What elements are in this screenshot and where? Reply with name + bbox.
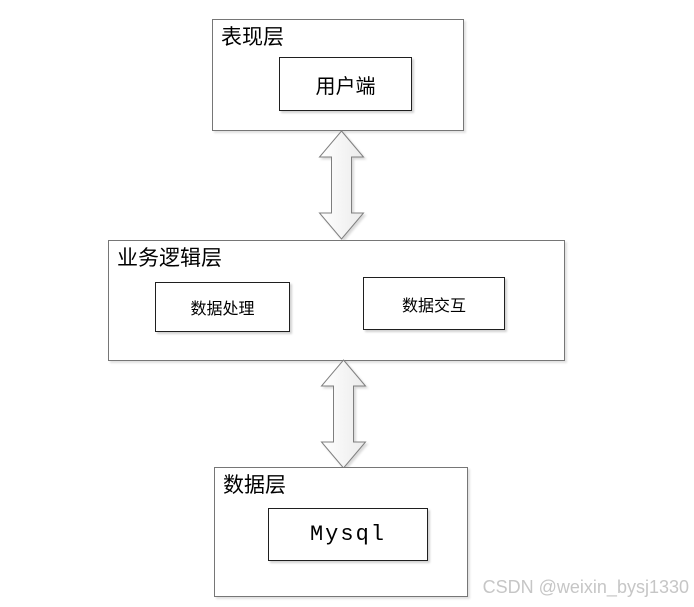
business-logic-layer-box: 业务逻辑层 数据处理 数据交互: [108, 240, 565, 361]
data-interaction-node: 数据交互: [363, 277, 505, 330]
business-logic-layer-label: 业务逻辑层: [117, 246, 222, 270]
watermark: CSDN @weixin_bysj1330: [482, 577, 689, 597]
presentation-layer-box: 表现层 用户端: [212, 19, 464, 131]
double-arrow-icon: [320, 359, 367, 469]
client-node-label: 用户端: [315, 75, 376, 98]
data-layer-label: 数据层: [223, 473, 286, 497]
presentation-layer-label: 表现层: [221, 25, 284, 49]
mysql-node: Mysql: [268, 508, 428, 561]
data-processing-node-label: 数据处理: [190, 301, 255, 318]
mysql-node-label: Mysql: [309, 522, 386, 547]
data-interaction-node-label: 数据交互: [401, 297, 466, 315]
data-processing-node: 数据处理: [155, 282, 290, 332]
data-layer-box: 数据层 Mysql: [214, 467, 468, 597]
client-node: 用户端: [279, 57, 412, 111]
double-arrow-icon: [318, 130, 365, 240]
